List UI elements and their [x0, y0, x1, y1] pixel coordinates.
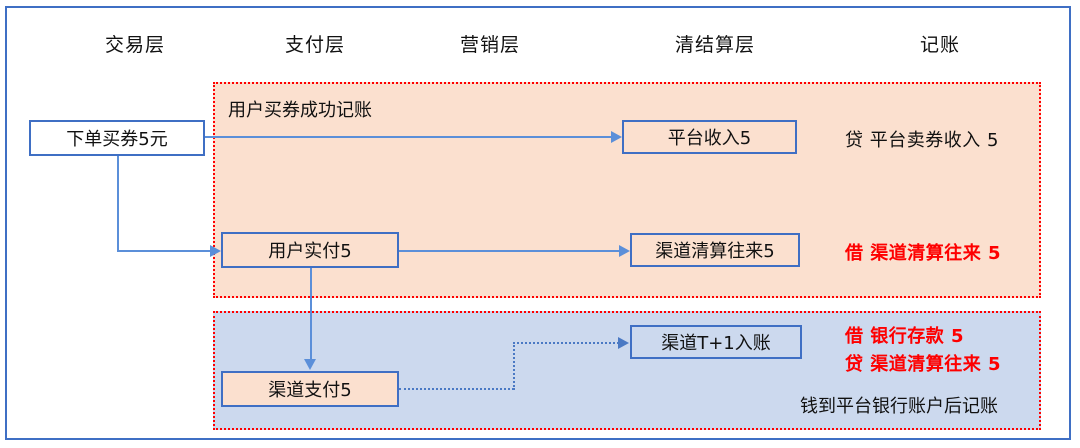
page-outer-border [5, 6, 1071, 440]
entry-debit-channel-clearing: 借 渠道清算往来 5 [845, 243, 1002, 264]
node-order-buy-coupon[interactable]: 下单买券5元 [29, 120, 205, 156]
node-channel-pay[interactable]: 渠道支付5 [221, 371, 399, 407]
connector-order-to-user-pay [117, 250, 211, 252]
node-channel-t1-entry[interactable]: 渠道T+1入账 [630, 325, 802, 359]
arrowhead-channel-clearing [619, 245, 630, 257]
connector-order-down-vertical [117, 156, 119, 251]
region-user-coupon-purchase-title: 用户买券成功记账 [228, 100, 372, 121]
column-header-transaction: 交易层 [104, 34, 165, 56]
arrowhead-channel-t1-entry [618, 337, 629, 349]
entry-debit-bank-deposit: 借 银行存款 5 [845, 326, 965, 347]
connector-order-to-platform-income [205, 136, 611, 138]
arrowhead-user-actual-pay [210, 245, 221, 257]
connector-channel-pay-dotted-v [513, 342, 515, 390]
entry-credit-channel-clearing: 贷 渠道清算往来 5 [845, 354, 1002, 375]
entry-platform-coupon-income: 贷 平台卖券收入 5 [845, 130, 999, 151]
bank-arrival-note: 钱到平台银行账户后记账 [800, 396, 998, 417]
region-channel-settlement [213, 311, 1041, 430]
arrowhead-channel-pay [304, 359, 316, 370]
connector-channel-pay-dotted-h2 [513, 342, 619, 344]
arrowhead-platform-income [611, 131, 622, 143]
column-header-marketing: 营销层 [459, 34, 520, 56]
node-platform-income[interactable]: 平台收入5 [622, 120, 797, 154]
connector-channel-pay-dotted-h1 [399, 388, 514, 390]
column-header-bookkeeping: 记账 [919, 34, 960, 56]
column-header-payment: 支付层 [284, 34, 345, 56]
node-user-actual-pay[interactable]: 用户实付5 [221, 232, 399, 268]
node-channel-clearing[interactable]: 渠道清算往来5 [630, 233, 800, 267]
connector-user-pay-to-channel-pay [310, 268, 312, 360]
connector-user-pay-to-channel-clearing [399, 250, 619, 252]
column-header-clearing-settlement: 清结算层 [674, 34, 755, 56]
